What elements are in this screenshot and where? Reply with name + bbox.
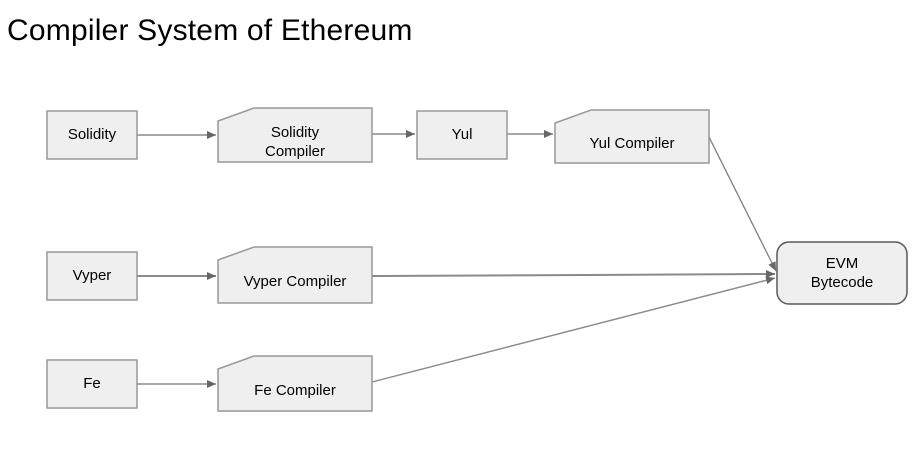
evm-bytecode-node-shape xyxy=(776,241,908,305)
solidity-compiler-node-shape xyxy=(217,107,373,163)
fe-compiler-node-shape xyxy=(217,355,373,412)
vyper-node-shape xyxy=(46,251,138,301)
fe-node-shape xyxy=(46,359,138,409)
yul-node-shape xyxy=(416,110,508,160)
solidity-node-shape xyxy=(46,110,138,160)
vyper-compiler-node-shape xyxy=(217,246,373,304)
yul-compiler-node-shape xyxy=(554,109,710,164)
page-title: Compiler System of Ethereum xyxy=(7,14,413,47)
edge-vyper-compiler-to-evm-bytecode xyxy=(371,270,776,279)
edge-fe-compiler-to-evm-bytecode xyxy=(371,276,776,383)
edge-yul-compiler-to-evm-bytecode xyxy=(708,136,777,272)
